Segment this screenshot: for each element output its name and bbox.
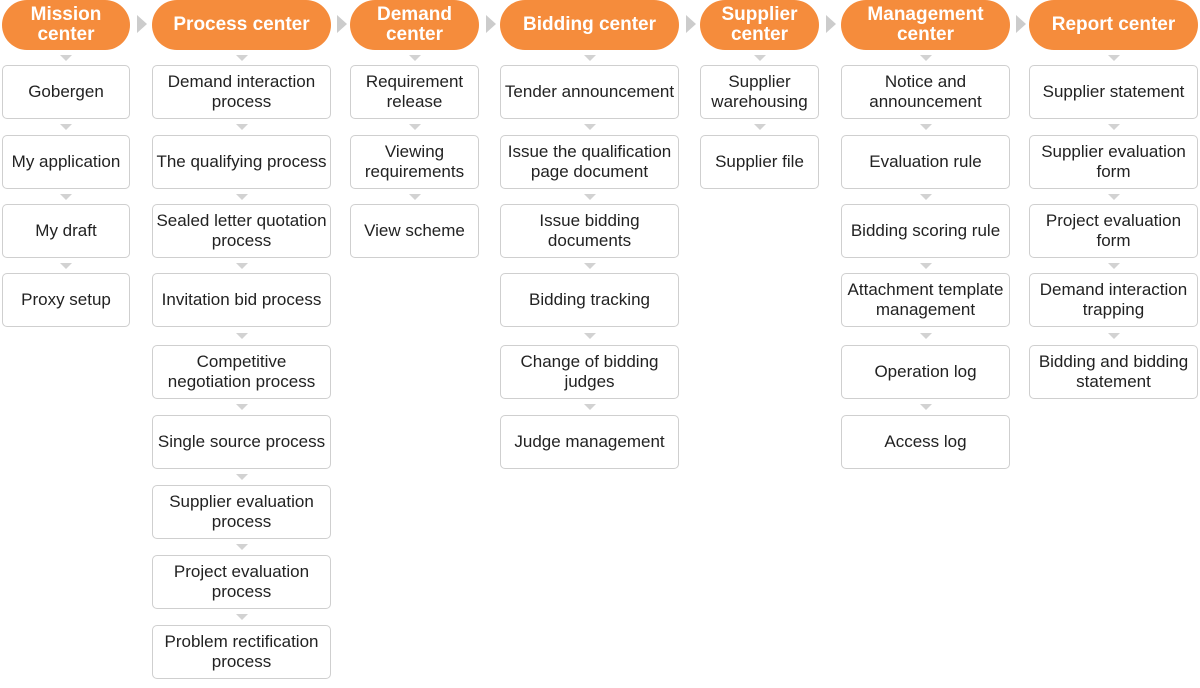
card-demand-0[interactable]: Requirement release	[350, 65, 479, 119]
triangle-down-icon	[919, 333, 932, 339]
card-process-3[interactable]: Invitation bid process	[152, 273, 331, 327]
triangle-down-icon	[408, 124, 421, 130]
card-bidding-2[interactable]: Issue bidding documents	[500, 204, 679, 258]
card-report-2[interactable]: Project evaluation form	[1029, 204, 1198, 258]
triangle-down-icon	[235, 124, 248, 130]
header-process-center[interactable]: Process center	[152, 0, 331, 50]
triangle-down-icon	[235, 404, 248, 410]
card-mission-3[interactable]: Proxy setup	[2, 273, 130, 327]
header-report-center[interactable]: Report center	[1029, 0, 1198, 50]
chevron-right-icon	[486, 15, 496, 33]
card-report-3[interactable]: Demand interaction trapping	[1029, 273, 1198, 327]
card-bidding-5[interactable]: Judge management	[500, 415, 679, 469]
triangle-down-icon	[60, 54, 72, 61]
card-process-0[interactable]: Demand interaction process	[152, 65, 331, 119]
triangle-down-icon	[919, 54, 932, 61]
triangle-down-icon	[1107, 333, 1120, 339]
triangle-down-icon	[60, 193, 72, 200]
chevron-right-icon	[137, 15, 147, 33]
card-process-7[interactable]: Project evaluation process	[152, 555, 331, 609]
triangle-down-icon	[583, 124, 596, 130]
card-bidding-1[interactable]: Issue the qualification page document	[500, 135, 679, 189]
triangle-down-icon	[235, 262, 248, 269]
header-demand-center[interactable]: Demand center	[350, 0, 479, 50]
card-bidding-3[interactable]: Bidding tracking	[500, 273, 679, 327]
card-demand-1[interactable]: Viewing requirements	[350, 135, 479, 189]
card-process-1[interactable]: The qualifying process	[152, 135, 331, 189]
triangle-down-icon	[235, 333, 248, 339]
triangle-down-icon	[235, 614, 248, 620]
triangle-down-icon	[1107, 54, 1120, 61]
card-bidding-0[interactable]: Tender announcement	[500, 65, 679, 119]
card-mission-2[interactable]: My draft	[2, 204, 130, 258]
triangle-down-icon	[583, 333, 596, 339]
card-management-3[interactable]: Attachment template management	[841, 273, 1010, 327]
card-mission-0[interactable]: Gobergen	[2, 65, 130, 119]
card-supplier-0[interactable]: Supplier warehousing	[700, 65, 819, 119]
triangle-down-icon	[1107, 193, 1120, 200]
triangle-down-icon	[919, 262, 932, 269]
card-management-2[interactable]: Bidding scoring rule	[841, 204, 1010, 258]
triangle-down-icon	[60, 124, 72, 130]
triangle-down-icon	[919, 404, 932, 410]
card-management-1[interactable]: Evaluation rule	[841, 135, 1010, 189]
triangle-down-icon	[60, 262, 72, 269]
header-mission-center[interactable]: Mission center	[2, 0, 130, 50]
triangle-down-icon	[408, 193, 421, 200]
triangle-down-icon	[408, 54, 421, 61]
card-report-0[interactable]: Supplier statement	[1029, 65, 1198, 119]
card-bidding-4[interactable]: Change of bidding judges	[500, 345, 679, 399]
triangle-down-icon	[1107, 124, 1120, 130]
triangle-down-icon	[235, 544, 248, 550]
chevron-right-icon	[1016, 15, 1026, 33]
triangle-down-icon	[235, 474, 248, 480]
chevron-right-icon	[337, 15, 347, 33]
card-management-0[interactable]: Notice and announcement	[841, 65, 1010, 119]
chevron-right-icon	[686, 15, 696, 33]
card-process-8[interactable]: Problem rectification process	[152, 625, 331, 679]
triangle-down-icon	[235, 54, 248, 61]
triangle-down-icon	[1107, 262, 1120, 269]
card-process-5[interactable]: Single source process	[152, 415, 331, 469]
card-report-4[interactable]: Bidding and bidding statement	[1029, 345, 1198, 399]
triangle-down-icon	[583, 404, 596, 410]
header-bidding-center[interactable]: Bidding center	[500, 0, 679, 50]
header-management-center[interactable]: Management center	[841, 0, 1010, 50]
header-supplier-center[interactable]: Supplier center	[700, 0, 819, 50]
triangle-down-icon	[919, 193, 932, 200]
card-management-4[interactable]: Operation log	[841, 345, 1010, 399]
card-supplier-1[interactable]: Supplier file	[700, 135, 819, 189]
triangle-down-icon	[583, 193, 596, 200]
card-demand-2[interactable]: View scheme	[350, 204, 479, 258]
triangle-down-icon	[753, 54, 766, 61]
card-process-2[interactable]: Sealed letter quotation process	[152, 204, 331, 258]
triangle-down-icon	[753, 124, 766, 130]
chevron-right-icon	[826, 15, 836, 33]
triangle-down-icon	[583, 262, 596, 269]
card-mission-1[interactable]: My application	[2, 135, 130, 189]
triangle-down-icon	[919, 124, 932, 130]
triangle-down-icon	[583, 54, 596, 61]
card-process-6[interactable]: Supplier evaluation process	[152, 485, 331, 539]
triangle-down-icon	[235, 193, 248, 200]
card-process-4[interactable]: Competitive negotiation process	[152, 345, 331, 399]
card-report-1[interactable]: Supplier evaluation form	[1029, 135, 1198, 189]
card-management-5[interactable]: Access log	[841, 415, 1010, 469]
